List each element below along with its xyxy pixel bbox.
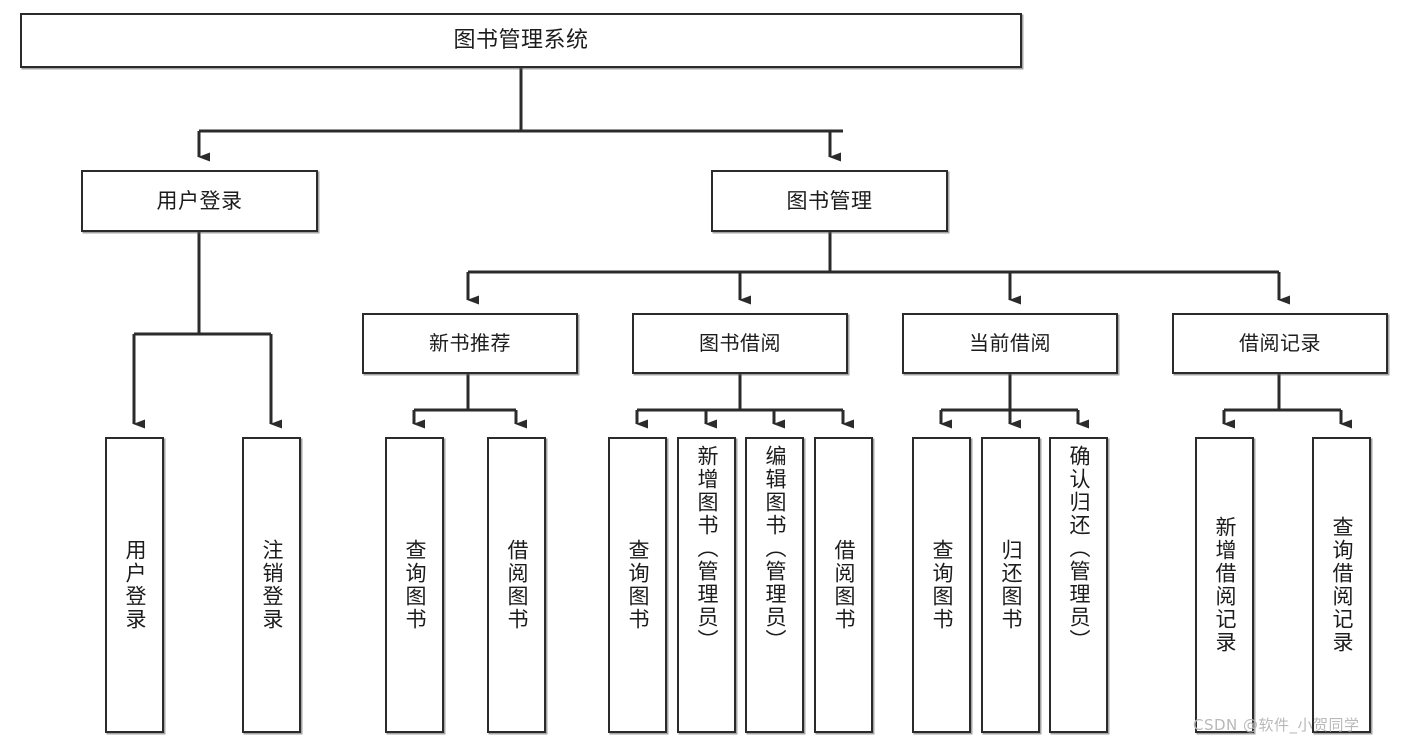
node-label: 查询图书 [626,539,650,631]
node-book-management[interactable]: 图书管理 [711,170,948,232]
node-label: 查询图书 [403,539,427,631]
node-label: 借阅图书 [505,539,529,631]
node-root-system[interactable]: 图书管理系统 [20,13,1022,68]
leaf-user-login-logout[interactable]: 注销登录 [242,437,301,733]
node-book-borrow[interactable]: 图书借阅 [632,313,848,374]
node-label: 查询图书 [930,539,954,631]
node-label: 新增借阅记录 [1213,516,1237,654]
leaf-book-borrow-add[interactable]: 新增图书（管理员） [677,437,736,733]
node-label: 当前借阅 [969,331,1051,355]
node-new-book-recommend[interactable]: 新书推荐 [362,313,578,374]
leaf-book-borrow-query[interactable]: 查询图书 [608,437,667,733]
node-label: 图书管理系统 [453,27,589,53]
node-label: 用户登录 [156,188,243,213]
node-label: 图书管理 [786,188,873,213]
leaf-new-book-borrow[interactable]: 借阅图书 [487,437,546,733]
node-user-login[interactable]: 用户登录 [81,170,318,232]
node-label: 确认归还（管理员） [1067,445,1091,652]
node-borrow-record[interactable]: 借阅记录 [1172,313,1388,374]
node-label: 查询借阅记录 [1330,516,1354,654]
node-label: 新增图书（管理员） [695,445,719,652]
node-label: 借阅记录 [1239,331,1321,355]
leaf-user-login-login[interactable]: 用户登录 [105,437,164,733]
node-label: 用户登录 [123,539,147,631]
node-label: 归还图书 [999,539,1023,631]
node-label: 借阅图书 [832,539,856,631]
node-label: 新书推荐 [429,331,511,355]
leaf-borrow-record-query[interactable]: 查询借阅记录 [1312,437,1371,733]
leaf-book-borrow-borrow[interactable]: 借阅图书 [814,437,873,733]
node-label: 编辑图书（管理员） [763,445,787,652]
leaf-current-borrow-query[interactable]: 查询图书 [912,437,971,733]
node-label: 注销登录 [260,539,284,631]
node-current-borrow[interactable]: 当前借阅 [902,313,1118,374]
leaf-current-borrow-confirm-return[interactable]: 确认归还（管理员） [1049,437,1108,733]
leaf-current-borrow-return[interactable]: 归还图书 [981,437,1040,733]
leaf-book-borrow-edit[interactable]: 编辑图书（管理员） [745,437,804,733]
node-label: 图书借阅 [699,331,781,355]
leaf-borrow-record-add[interactable]: 新增借阅记录 [1195,437,1254,733]
leaf-new-book-query[interactable]: 查询图书 [385,437,444,733]
